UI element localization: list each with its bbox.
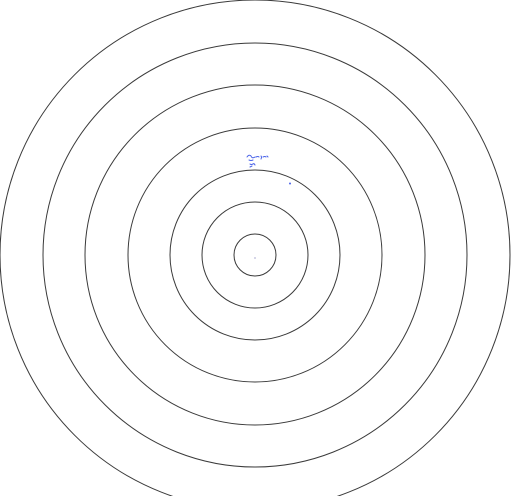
- center-point: [254, 257, 256, 259]
- blue-dot-mark: [289, 182, 291, 185]
- ring-2: [201, 201, 309, 309]
- ring-5: [84, 84, 426, 426]
- ring-1: [233, 233, 277, 277]
- ring-6: [42, 42, 468, 468]
- blue-scribble-marks: [246, 154, 291, 185]
- ring-3: [169, 169, 341, 341]
- ring-4: [127, 127, 383, 383]
- scribble-mark-2: [248, 159, 256, 168]
- scribble-mark-1: [246, 154, 269, 160]
